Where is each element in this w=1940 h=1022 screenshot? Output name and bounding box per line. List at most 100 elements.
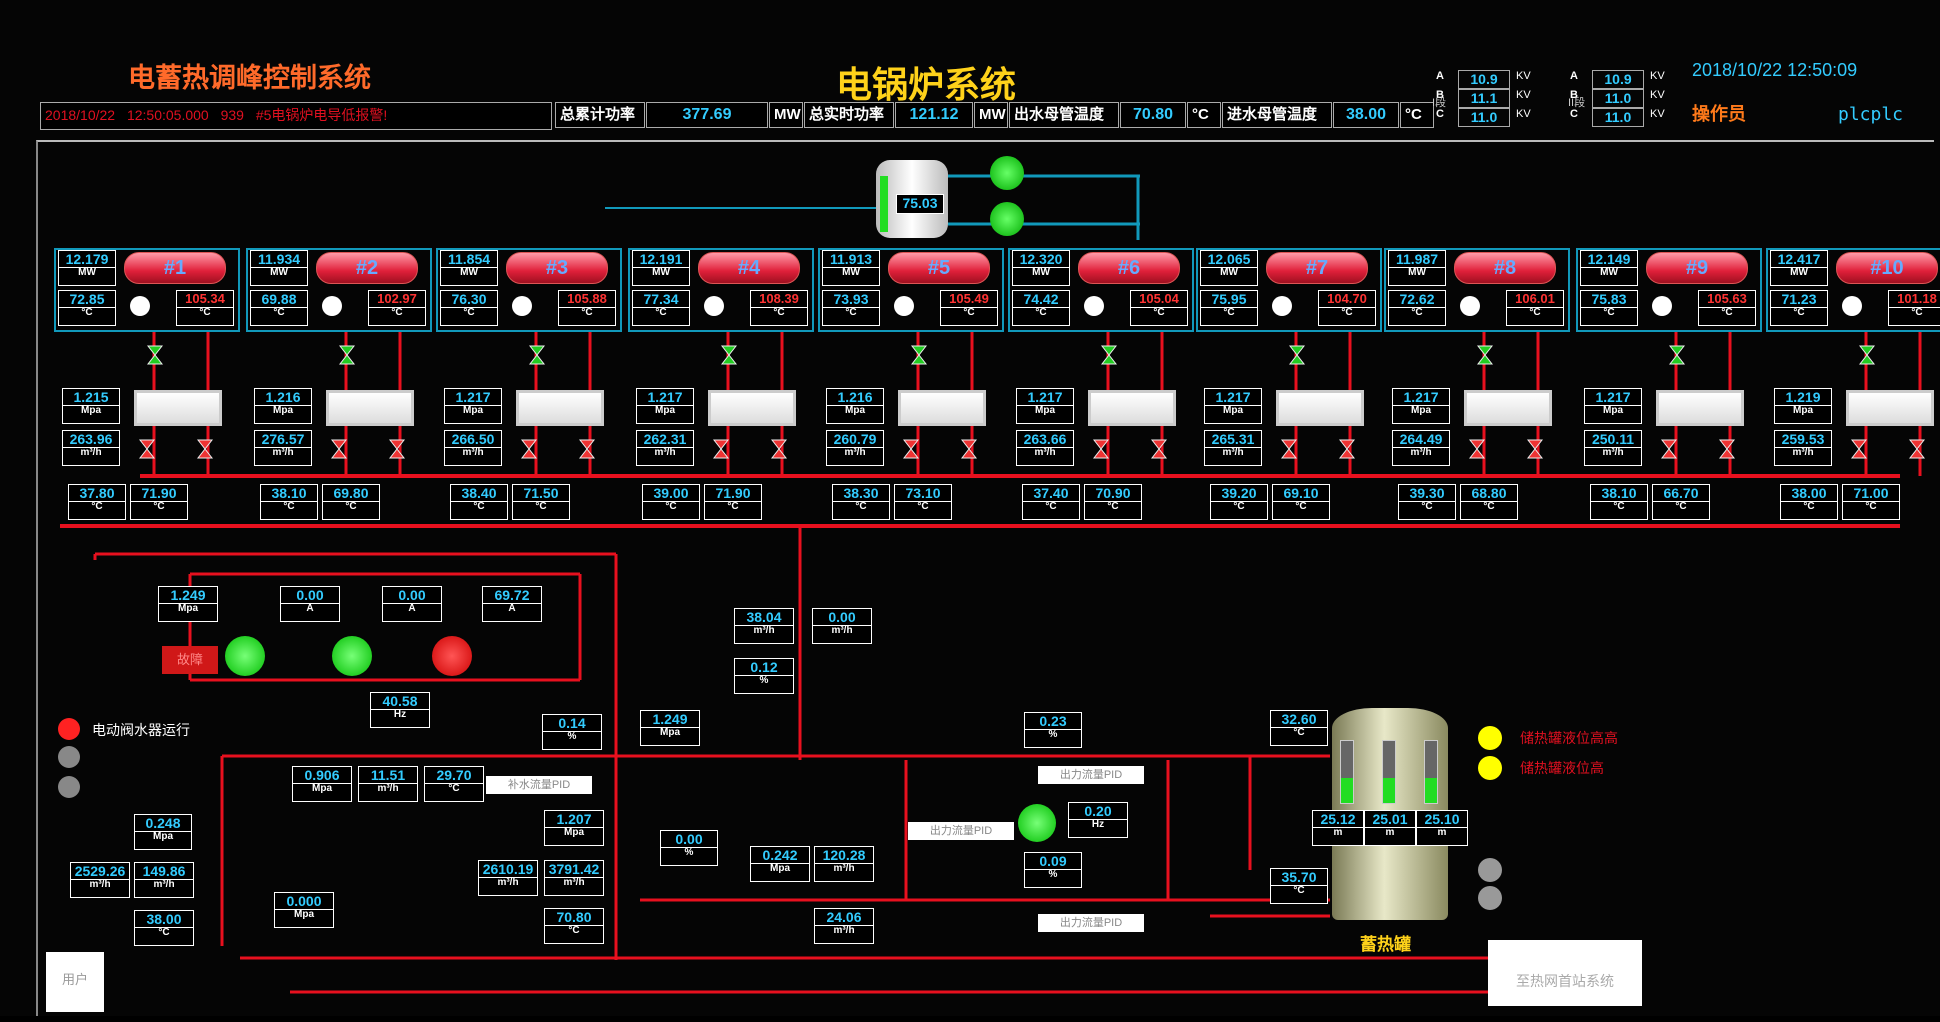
boiler-panel-8 bbox=[1384, 248, 1570, 332]
makeup-pump-1[interactable] bbox=[990, 156, 1024, 190]
boiler-7-flow-unit: m³/h bbox=[1205, 447, 1261, 458]
boiler-2-heater[interactable] bbox=[326, 390, 414, 426]
pump-fault-button[interactable]: 故障 bbox=[162, 646, 218, 674]
boiler-7-temp-out: 104.70°C bbox=[1318, 290, 1376, 326]
boiler-1-valve-a[interactable] bbox=[136, 438, 158, 460]
boiler-8-valve-a[interactable] bbox=[1466, 438, 1488, 460]
boiler-3-pressure-unit: Mpa bbox=[445, 405, 501, 416]
boiler-1-inlet-valve[interactable] bbox=[144, 344, 166, 366]
boiler-6-heater[interactable] bbox=[1088, 390, 1176, 426]
boiler-9-vessel[interactable]: #9 bbox=[1646, 252, 1748, 284]
boiler-9-heater[interactable] bbox=[1656, 390, 1744, 426]
tank-bottom-pid-button[interactable]: 出力流量PID bbox=[1038, 914, 1144, 932]
boiler-4-pressure-value: 1.217 bbox=[647, 389, 683, 405]
boiler-2-valve-b[interactable] bbox=[386, 438, 408, 460]
boiler-1-vessel[interactable]: #1 bbox=[124, 252, 226, 284]
expansion-tank[interactable]: 75.03 bbox=[876, 160, 948, 238]
boiler-8-status-lamp bbox=[1460, 296, 1480, 316]
operator-label[interactable]: 操作员 bbox=[1692, 104, 1746, 125]
datetime: 2018/10/22 12:50:09 bbox=[1692, 60, 1858, 80]
boiler-9-inlet-temp-unit: °C bbox=[1591, 501, 1647, 512]
boiler-3-valve-b[interactable] bbox=[576, 438, 598, 460]
boiler-4-outlet-temp-value: 71.90 bbox=[715, 485, 751, 501]
boiler-2-vessel[interactable]: #2 bbox=[316, 252, 418, 284]
boiler-3-power-value: 11.854 bbox=[447, 251, 491, 267]
boiler-4-valve-a[interactable] bbox=[710, 438, 732, 460]
boiler-7-valve-b[interactable] bbox=[1336, 438, 1358, 460]
boiler-7-heater[interactable] bbox=[1276, 390, 1364, 426]
level-high-high-label: 储热罐液位高高 bbox=[1520, 730, 1618, 746]
tank-level-gauge-3 bbox=[1424, 740, 1438, 804]
boiler-10-valve-b[interactable] bbox=[1906, 438, 1928, 460]
boiler-2-pressure-value: 1.216 bbox=[265, 389, 301, 405]
boiler-5-heater[interactable] bbox=[898, 390, 986, 426]
boiler-7-valve-a[interactable] bbox=[1278, 438, 1300, 460]
boiler-4-vessel[interactable]: #4 bbox=[698, 252, 800, 284]
boiler-9-inlet-valve[interactable] bbox=[1666, 344, 1688, 366]
boiler-4-inlet-valve[interactable] bbox=[718, 344, 740, 366]
boiler-4-valve-b[interactable] bbox=[768, 438, 790, 460]
boiler-5-valve-b[interactable] bbox=[958, 438, 980, 460]
app-title: 电蓄热调峰控制系统 bbox=[128, 63, 371, 94]
boiler-8-heater[interactable] bbox=[1464, 390, 1552, 426]
boiler-4-heater[interactable] bbox=[708, 390, 796, 426]
heat-station-link-button[interactable]: 至热网首站系统 bbox=[1488, 940, 1642, 1006]
boiler-7-temp-in-unit: °C bbox=[1201, 307, 1257, 318]
boiler-7-vessel[interactable]: #7 bbox=[1266, 252, 1368, 284]
tank-pump[interactable] bbox=[1018, 804, 1056, 842]
boiler-2-power-unit: MW bbox=[251, 267, 307, 278]
makeup-pid-button[interactable]: 补水流量PID bbox=[486, 776, 592, 794]
boiler-6-inlet-temp: 37.40°C bbox=[1022, 484, 1080, 520]
boiler-3-heater[interactable] bbox=[516, 390, 604, 426]
tank-top-pid-button[interactable]: 出力流量PID bbox=[1038, 766, 1144, 784]
boiler-6-vessel[interactable]: #6 bbox=[1078, 252, 1180, 284]
boiler-6-inlet-valve[interactable] bbox=[1098, 344, 1120, 366]
boiler-9-status-lamp bbox=[1652, 296, 1672, 316]
voltage-right-value-1: 11.0 bbox=[1592, 89, 1644, 108]
boiler-3-vessel[interactable]: #3 bbox=[506, 252, 608, 284]
boiler-7-inlet-valve[interactable] bbox=[1286, 344, 1308, 366]
tank-mid-pid-button[interactable]: 出力流量PID bbox=[908, 822, 1014, 840]
boiler-7-temp-in: 75.95°C bbox=[1200, 290, 1258, 326]
boiler-8-vessel[interactable]: #8 bbox=[1454, 252, 1556, 284]
boiler-8-temp-out-unit: °C bbox=[1507, 307, 1563, 318]
boiler-8-outlet-temp: 68.80°C bbox=[1460, 484, 1518, 520]
boiler-10-vessel[interactable]: #10 bbox=[1836, 252, 1938, 284]
boiler-2-inlet-valve[interactable] bbox=[336, 344, 358, 366]
circulation-pump-1[interactable] bbox=[225, 636, 265, 676]
boiler-3-flow-unit: m³/h bbox=[445, 447, 501, 458]
boiler-10-valve-a[interactable] bbox=[1848, 438, 1870, 460]
boiler-3-valve-a[interactable] bbox=[518, 438, 540, 460]
boiler-1-temp-in: 72.85°C bbox=[58, 290, 116, 326]
boiler-8-valve-b[interactable] bbox=[1524, 438, 1546, 460]
boiler-3-temp-out: 105.88°C bbox=[558, 290, 616, 326]
boiler-9-valve-b[interactable] bbox=[1716, 438, 1738, 460]
circulation-pump-3[interactable] bbox=[432, 636, 472, 676]
boiler-5-vessel[interactable]: #5 bbox=[888, 252, 990, 284]
boiler-10-heater[interactable] bbox=[1846, 390, 1934, 426]
boiler-5-valve-a[interactable] bbox=[900, 438, 922, 460]
boiler-2-temp-out-value: 102.97 bbox=[377, 291, 417, 306]
user-button[interactable]: 用户 bbox=[46, 952, 104, 1012]
boiler-7-outlet-temp: 69.10°C bbox=[1272, 484, 1330, 520]
makeup-pump-2[interactable] bbox=[990, 202, 1024, 236]
boiler-1-heater[interactable] bbox=[134, 390, 222, 426]
boiler-1-valve-b[interactable] bbox=[194, 438, 216, 460]
boiler-4-temp-in-unit: °C bbox=[633, 307, 689, 318]
boiler-8-inlet-valve[interactable] bbox=[1474, 344, 1496, 366]
boiler-9-valve-a[interactable] bbox=[1658, 438, 1680, 460]
boiler-3-inlet-valve[interactable] bbox=[526, 344, 548, 366]
boiler-9-pressure-value: 1.217 bbox=[1595, 389, 1631, 405]
boiler-5-inlet-valve[interactable] bbox=[908, 344, 930, 366]
boiler-9-temp-out-value: 105.63 bbox=[1707, 291, 1747, 306]
alarm-bar[interactable]: 2018/10/22 12:50:05.000 939 #5电锅炉电导低报警! bbox=[40, 102, 552, 130]
boiler-6-valve-b[interactable] bbox=[1148, 438, 1170, 460]
circulation-pump-2[interactable] bbox=[332, 636, 372, 676]
boiler-2-valve-a[interactable] bbox=[328, 438, 350, 460]
boiler-6-valve-a[interactable] bbox=[1090, 438, 1112, 460]
boiler-10-inlet-valve[interactable] bbox=[1856, 344, 1878, 366]
